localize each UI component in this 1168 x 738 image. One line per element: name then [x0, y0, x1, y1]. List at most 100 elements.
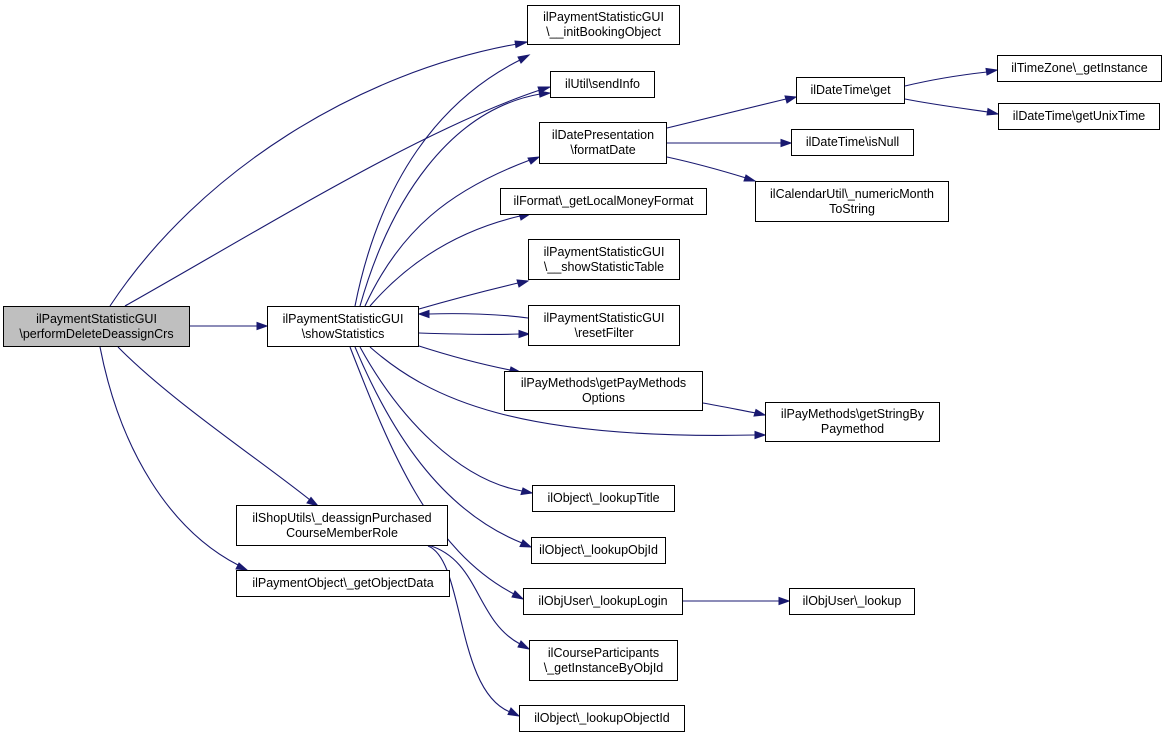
node-label: ilObject\_lookupObjId — [539, 543, 658, 557]
node-label: \performDeleteDeassignCrs — [19, 326, 174, 341]
node-show-statistic-table[interactable]: ilPaymentStatisticGUI \__showStatisticTa… — [528, 239, 680, 280]
node-perform-delete-deassign-crs: ilPaymentStatisticGUI \performDeleteDeas… — [3, 306, 190, 347]
node-numeric-month-to-string[interactable]: ilCalendarUtil\_numericMonth ToString — [755, 181, 949, 222]
node-datetime-is-null[interactable]: ilDateTime\isNull — [791, 129, 914, 156]
edge-root-initbooking — [109, 43, 518, 307]
arrowhead — [743, 174, 757, 182]
node-label: ilDateTime\get — [810, 83, 891, 97]
node-label: ilCalendarUtil\_numericMonth — [770, 186, 934, 201]
arrowhead — [780, 138, 793, 148]
node-label: ilPaymentObject\_getObjectData — [252, 576, 434, 590]
node-label: \_getInstanceByObjId — [543, 660, 664, 675]
arrowhead — [517, 54, 531, 64]
arrowhead — [306, 496, 320, 507]
node-course-participants[interactable]: ilCourseParticipants \_getInstanceByObjI… — [529, 640, 678, 681]
node-show-statistics[interactable]: ilPaymentStatisticGUI \showStatistics — [267, 306, 419, 347]
node-label: \showStatistics — [301, 326, 385, 341]
arrowhead — [778, 596, 791, 606]
node-get-string-by-paymethod[interactable]: ilPayMethods\getStringBy Paymethod — [765, 402, 940, 442]
node-label: Paymethod — [820, 422, 885, 436]
edge-show-formatdate — [364, 159, 531, 307]
node-label: ilPaymentStatisticGUI — [543, 10, 664, 24]
edge-show-payoptions — [418, 345, 511, 371]
node-init-booking-object[interactable]: ilPaymentStatisticGUI \__initBookingObje… — [527, 5, 680, 45]
arrowhead — [517, 640, 531, 650]
node-lookup-login[interactable]: ilObjUser\_lookupLogin — [523, 588, 683, 615]
node-local-money-format[interactable]: ilFormat\_getLocalMoneyFormat — [500, 188, 707, 215]
arrowhead — [235, 562, 249, 571]
node-label: ilPayMethods\getStringBy — [780, 407, 925, 421]
edge-dtget-timezone — [904, 71, 988, 87]
node-label: ilCourseParticipants — [547, 645, 660, 660]
node-label: ilPaymentStatisticGUI — [282, 311, 404, 326]
arrowhead — [518, 329, 531, 339]
node-label: CourseMemberRole — [286, 525, 398, 540]
node-label: \resetFilter — [574, 325, 634, 340]
node-lookup-title[interactable]: ilObject\_lookupTitle — [532, 485, 675, 512]
arrowhead — [417, 309, 430, 319]
node-label: ilFormat\_getLocalMoneyFormat — [513, 194, 694, 208]
edge-show-resetfilter — [418, 332, 521, 335]
node-label: ilShopUtils\_deassignPurchased — [252, 510, 432, 525]
node-label: \__initBookingObject — [546, 25, 661, 39]
node-lookup-obj-id[interactable]: ilObject\_lookupObjId — [531, 537, 666, 564]
edge-deassign-course — [427, 544, 521, 645]
node-reset-filter[interactable]: ilPaymentStatisticGUI \resetFilter — [528, 305, 680, 346]
arrowhead — [507, 707, 521, 717]
edge-show-stringby — [369, 346, 756, 436]
node-label: ilPayMethods\getPayMethods — [520, 376, 687, 390]
node-label: ilDateTime\isNull — [805, 135, 900, 149]
edge-root-sendinfo — [124, 89, 541, 307]
arrowhead — [256, 321, 269, 331]
node-deassign-purchased[interactable]: ilShopUtils\_deassignPurchased CourseMem… — [236, 505, 448, 546]
arrowhead — [516, 279, 530, 288]
node-label: ilPaymentStatisticGUI — [543, 244, 665, 259]
node-label: ilPaymentStatisticGUI — [543, 310, 665, 325]
edge-show-moneyformat — [369, 215, 521, 307]
node-datetime-get[interactable]: ilDateTime\get — [796, 77, 905, 104]
node-get-pay-methods-options[interactable]: ilPayMethods\getPayMethods Options — [504, 371, 703, 411]
edge-dtget-unixtime — [904, 98, 989, 113]
edge-resetfilter-show — [428, 313, 529, 319]
arrowhead — [754, 430, 767, 440]
node-format-date[interactable]: ilDatePresentation \formatDate — [539, 122, 667, 164]
node-label: Options — [581, 391, 626, 405]
node-timezone-get-instance[interactable]: ilTimeZone\_getInstance — [997, 55, 1162, 82]
node-label: ilPaymentStatisticGUI — [36, 311, 157, 326]
node-get-object-data[interactable]: ilPaymentObject\_getObjectData — [236, 570, 450, 597]
node-label: ilTimeZone\_getInstance — [1011, 61, 1148, 75]
edge-show-initbooking — [354, 59, 521, 307]
arrowhead — [538, 90, 552, 98]
node-label: ilObjUser\_lookup — [802, 594, 902, 608]
arrowhead — [511, 590, 525, 600]
node-label: ilUtil\sendInfo — [564, 77, 641, 91]
edge-root-deassign — [117, 346, 311, 501]
edge-deassign-lookupobjectid — [427, 545, 511, 713]
arrowhead — [514, 40, 529, 49]
node-lookup-object-id[interactable]: ilObject\_lookupObjectId — [519, 705, 685, 732]
arrowhead — [784, 95, 798, 104]
edge-show-lookuptitle — [359, 346, 523, 492]
edge-show-showtable — [418, 282, 519, 310]
node-label: \formatDate — [570, 143, 636, 157]
node-get-unix-time[interactable]: ilDateTime\getUnixTime — [998, 103, 1160, 130]
edge-root-getobjectdata — [99, 346, 239, 566]
node-label: ilDatePresentation — [551, 128, 655, 142]
arrowhead — [519, 539, 533, 548]
arrowhead — [753, 408, 767, 417]
node-label: ilDateTime\getUnixTime — [1012, 109, 1146, 123]
node-label: ilObject\_lookupTitle — [547, 491, 660, 505]
arrowhead — [986, 107, 1000, 116]
node-label: ilObjUser\_lookupLogin — [538, 594, 668, 608]
node-label: ToString — [829, 201, 875, 216]
edge-show-sendinfo — [359, 93, 541, 307]
edge-show-lookupobjid — [354, 346, 523, 544]
arrowhead — [520, 487, 534, 496]
node-send-info[interactable]: ilUtil\sendInfo — [550, 71, 655, 98]
node-label: \__showStatisticTable — [543, 259, 665, 274]
node-user-lookup[interactable]: ilObjUser\_lookup — [789, 588, 915, 615]
arrowhead — [527, 156, 541, 165]
node-label: ilObject\_lookupObjectId — [534, 711, 670, 725]
